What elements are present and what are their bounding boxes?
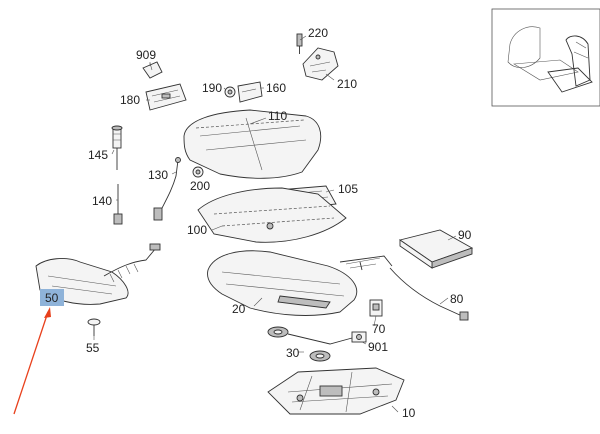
label-160[interactable]: 160 <box>266 81 286 95</box>
part-70-connector[interactable] <box>369 299 383 317</box>
part-200-clip[interactable] <box>192 166 204 178</box>
pointer-arrow <box>13 307 51 415</box>
label-55[interactable]: 55 <box>86 341 100 355</box>
label-180[interactable]: 180 <box>120 93 140 107</box>
part-20-seat-shell[interactable] <box>207 250 358 316</box>
label-145[interactable]: 145 <box>88 148 108 162</box>
label-90[interactable]: 90 <box>458 228 472 242</box>
part-100-pad[interactable] <box>197 187 347 243</box>
part-30-grommet[interactable] <box>267 326 353 362</box>
part-10-base-frame[interactable] <box>267 367 405 415</box>
part-55-clip[interactable] <box>87 318 101 336</box>
label-50[interactable]: 50 <box>45 291 59 305</box>
part-909-tag[interactable] <box>142 61 163 79</box>
label-130[interactable]: 130 <box>148 168 168 182</box>
label-220[interactable]: 220 <box>308 26 328 40</box>
label-190[interactable]: 190 <box>202 81 222 95</box>
label-140[interactable]: 140 <box>92 194 112 208</box>
part-145-plunger[interactable] <box>111 125 123 170</box>
label-30[interactable]: 30 <box>286 346 300 360</box>
label-901[interactable]: 901 <box>368 340 388 354</box>
part-labels: 220 909 210 180 190 160 110 145 130 200 … <box>45 26 472 420</box>
label-110[interactable]: 110 <box>268 109 287 123</box>
label-10[interactable]: 10 <box>402 406 416 420</box>
seat-overview-inset <box>491 8 600 107</box>
label-20[interactable]: 20 <box>232 302 246 316</box>
leader-lines <box>93 35 457 413</box>
part-190-switch[interactable] <box>224 86 236 98</box>
part-130-cable[interactable] <box>153 157 181 221</box>
label-105[interactable]: 105 <box>338 182 358 196</box>
part-80-harness[interactable] <box>339 255 469 321</box>
part-160-bracket[interactable] <box>237 81 263 103</box>
part-110-cushion-cover[interactable] <box>183 109 322 179</box>
part-210-bracket[interactable] <box>302 47 339 81</box>
label-70[interactable]: 70 <box>372 322 386 336</box>
part-180-control-panel[interactable] <box>145 83 187 111</box>
part-901-sensor[interactable] <box>351 331 367 343</box>
highlight-box-50 <box>40 289 64 306</box>
label-210[interactable]: 210 <box>337 77 357 91</box>
label-909[interactable]: 909 <box>136 48 156 62</box>
part-140-rod[interactable] <box>113 184 123 225</box>
label-100[interactable]: 100 <box>187 223 207 237</box>
label-200[interactable]: 200 <box>190 179 210 193</box>
part-90-pad-block[interactable] <box>398 229 474 269</box>
label-80[interactable]: 80 <box>450 292 464 306</box>
part-220-screw[interactable] <box>296 33 303 54</box>
